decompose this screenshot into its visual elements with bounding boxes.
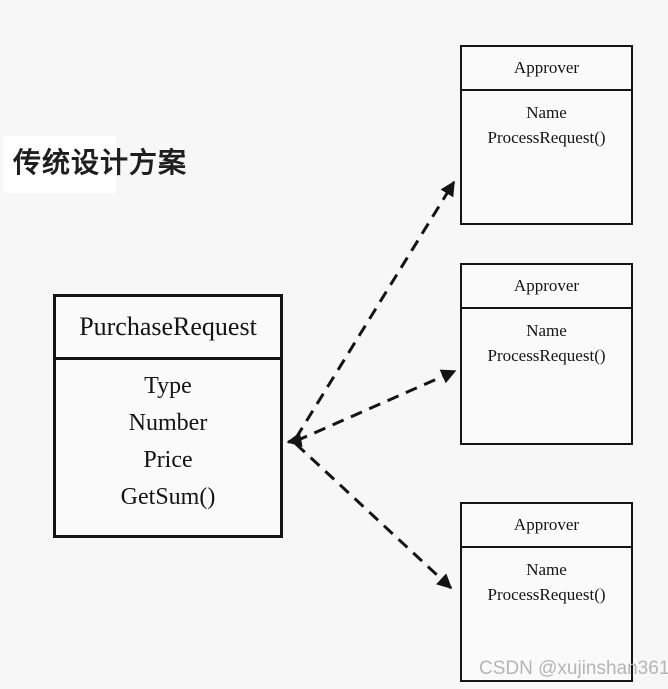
class-name: Approver [462,47,631,91]
class-member: Type [144,373,192,399]
class-member: Name [526,103,567,122]
page-title: 传统设计方案 [13,146,188,179]
class-member: ProcessRequest() [487,128,606,147]
class-members: Name ProcessRequest() [462,548,631,607]
class-members: Name ProcessRequest() [462,91,631,150]
class-name: PurchaseRequest [56,297,280,360]
class-box-approver-3: Approver Name ProcessRequest() [460,502,633,682]
class-member: Price [143,447,193,473]
class-box-purchase-request: PurchaseRequest Type Number Price GetSum… [53,294,283,538]
class-member: ProcessRequest() [487,346,606,365]
class-member: Name [526,321,567,340]
class-member: GetSum() [120,484,216,510]
class-member: ProcessRequest() [487,585,606,604]
class-box-approver-1: Approver Name ProcessRequest() [460,45,633,225]
class-members: Name ProcessRequest() [462,309,631,368]
dashed-arrow-to-approver-bottom [294,442,453,590]
dashed-arrow-to-approver-top [294,180,456,439]
class-members: Type Number Price GetSum() [56,360,280,516]
class-member: Number [128,410,208,436]
class-member: Name [526,560,567,579]
csdn-watermark: CSDN @xujinshan361 [479,658,668,679]
dashed-arrow-to-purchase-request [286,432,303,447]
class-name: Approver [462,265,631,309]
dashed-arrow-to-approver-middle [295,369,457,443]
title-background-patch [3,136,116,193]
class-box-approver-2: Approver Name ProcessRequest() [460,263,633,445]
class-name: Approver [462,504,631,548]
